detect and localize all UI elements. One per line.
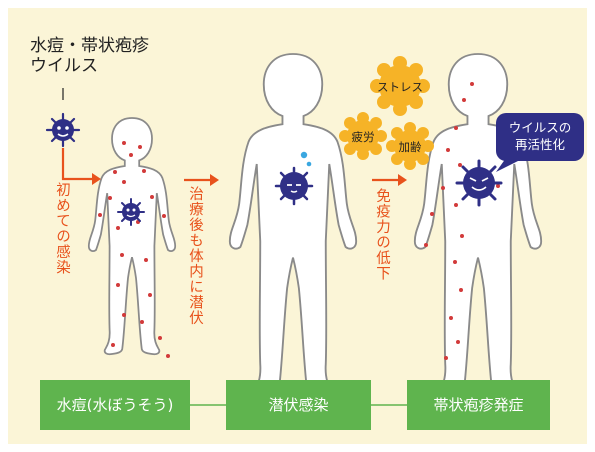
figure-adult-latent (228, 53, 358, 401)
label-stress: ストレス (377, 80, 423, 94)
burst-stress (370, 56, 430, 116)
figure-adult-zoster (413, 53, 543, 401)
callout-line-2: 再活性化 (514, 137, 565, 152)
label-aging: 加齢 (398, 140, 422, 154)
arrowhead-latent (210, 174, 219, 186)
arrowhead-first-infection (92, 173, 101, 185)
stage-herpes-zoster: 帯状疱疹発症 (407, 380, 550, 430)
callout-tail (496, 158, 520, 172)
arrow-first-infection (61, 148, 92, 181)
label-fatigue: 疲労 (351, 130, 375, 144)
callout-line-1: ウイルスの (508, 120, 572, 135)
virus-icon-latent (274, 166, 314, 206)
virus-name-title: 水痘・帯状疱疹 ウイルス (30, 36, 149, 76)
label-immunity-decline: 免疫力の低下 (374, 188, 390, 281)
arrowhead-immunity (398, 174, 407, 186)
sleep-bubbles (300, 151, 312, 167)
label-latent-after-treatment: 治療後も体内に潜伏 (187, 186, 203, 326)
burst-aging (386, 122, 434, 170)
title-line-1: 水痘・帯状疱疹 (30, 36, 149, 56)
virus-icon-title (45, 112, 81, 148)
reactivation-callout: ウイルスの 再活性化 (496, 113, 584, 161)
stage-latent-infection: 潜伏感染 (226, 380, 371, 430)
virus-icon-reactivated (455, 159, 503, 207)
burst-fatigue (339, 112, 387, 160)
stage-varicella: 水痘(水ぼうそう) (40, 380, 190, 430)
rash-dots-zoster (424, 82, 500, 360)
virus-icon-child (117, 198, 145, 226)
title-line-2: ウイルス (30, 56, 98, 76)
label-first-infection: 初めての感染 (54, 182, 70, 275)
rash-dots-child (98, 141, 170, 358)
